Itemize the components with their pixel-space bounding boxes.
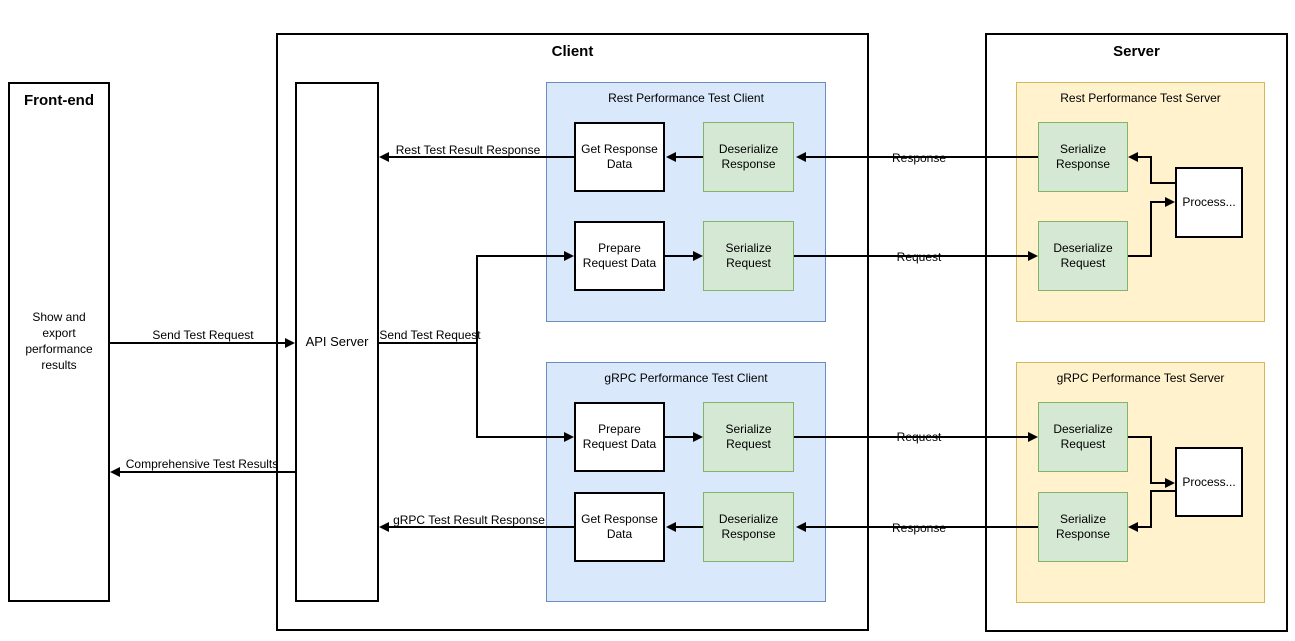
edge-send-test-request-line (110, 342, 287, 344)
edge-send-internal-branch-vertical (476, 255, 478, 438)
rest-deserialize-response-node: Deserialize Response (703, 122, 794, 192)
label-comprehensive-test-results: Comprehensive Test Results (125, 457, 279, 471)
frontend-box: Front-end Show and export performance re… (8, 82, 110, 602)
edge-grpc-deser-to-process-seg1 (1128, 436, 1152, 438)
edge-rest-process-to-serialize-arrowhead (1128, 152, 1138, 162)
edge-rest-deser-to-process-arrowhead (1165, 197, 1175, 207)
grpc-serialize-response-node: Serialize Response (1038, 492, 1128, 562)
edge-rest-deser-to-process-seg2 (1150, 201, 1152, 257)
grpc-get-response-node: Get Response Data (574, 492, 665, 562)
server-container-title: Server (1113, 43, 1160, 60)
label-grpc-test-result-response: gRPC Test Result Response (393, 513, 545, 527)
rest-get-response-node: Get Response Data (574, 122, 665, 192)
edge-send-internal-rest-branch (476, 255, 566, 257)
edge-rest-deserialize-to-get-arrowhead (666, 152, 676, 162)
edge-grpc-deser-to-process-arrowhead (1165, 478, 1175, 488)
edge-rest-response-line (806, 156, 1038, 158)
label-request-grpc: Request (896, 430, 942, 444)
edge-comprehensive-results-arrowhead (110, 467, 120, 477)
edge-grpc-request-line (794, 436, 1030, 438)
frontend-title: Front-end (24, 92, 94, 109)
edge-grpc-response-arrowhead (796, 522, 806, 532)
grpc-serialize-request-node: Serialize Request (703, 402, 794, 472)
grpc-client-group: gRPC Performance Test Client (546, 362, 826, 602)
grpc-deserialize-response-node: Deserialize Response (703, 492, 794, 562)
edge-rest-process-to-serialize-seg2 (1150, 156, 1152, 184)
grpc-client-group-title: gRPC Performance Test Client (604, 371, 768, 385)
rest-server-group-title: Rest Performance Test Server (1060, 91, 1221, 105)
edge-comprehensive-results-line (120, 471, 295, 473)
grpc-server-group-title: gRPC Performance Test Server (1056, 371, 1225, 385)
api-server-box: API Server (295, 82, 379, 602)
grpc-prepare-request-node: Prepare Request Data (574, 402, 665, 472)
edge-send-test-request-arrowhead (285, 338, 295, 348)
edge-rest-test-result-line (389, 156, 575, 158)
grpc-process-node: Process... (1175, 447, 1243, 517)
label-request-rest: Request (896, 250, 942, 264)
edge-rest-prepare-to-serialize-line (665, 255, 695, 257)
edge-grpc-process-to-serialize-arrowhead (1128, 522, 1138, 532)
edge-grpc-request-arrowhead (1028, 432, 1038, 442)
edge-send-internal-line (379, 342, 477, 344)
edge-send-internal-grpc-branch (476, 436, 566, 438)
rest-deserialize-request-node: Deserialize Request (1038, 221, 1128, 291)
edge-rest-deser-to-process-seg1 (1128, 255, 1152, 257)
grpc-deserialize-request-node: Deserialize Request (1038, 402, 1128, 472)
label-response-rest: Response (891, 151, 947, 165)
edge-grpc-process-to-serialize-seg2 (1150, 490, 1152, 528)
edge-send-internal-rest-arrowhead (564, 251, 574, 261)
edge-grpc-process-to-serialize-seg1 (1150, 490, 1175, 492)
edge-grpc-test-result-arrowhead (379, 522, 389, 532)
edge-rest-test-result-arrowhead (379, 152, 389, 162)
frontend-body-text: Show and export performance results (25, 310, 93, 372)
edge-grpc-process-to-serialize-seg3 (1138, 526, 1152, 528)
edge-rest-process-to-serialize-seg3 (1138, 156, 1152, 158)
edge-rest-response-arrowhead (796, 152, 806, 162)
client-container-title: Client (551, 43, 594, 60)
rest-client-group-title: Rest Performance Test Client (608, 91, 764, 105)
edge-send-internal-grpc-arrowhead (564, 432, 574, 442)
label-response-grpc: Response (891, 521, 947, 535)
rest-process-node: Process... (1175, 167, 1243, 238)
edge-grpc-prepare-to-serialize-arrowhead (693, 432, 703, 442)
label-send-test-request-internal: Send Test Request (379, 328, 481, 342)
edge-rest-deser-to-process-seg3 (1150, 201, 1166, 203)
rest-serialize-request-node: Serialize Request (703, 221, 794, 291)
label-rest-test-result-response: Rest Test Result Response (395, 143, 541, 157)
edge-grpc-response-line (806, 526, 1038, 528)
rest-serialize-response-node: Serialize Response (1038, 122, 1128, 192)
edge-rest-prepare-to-serialize-arrowhead (693, 251, 703, 261)
edge-grpc-deserialize-to-get-line (676, 526, 703, 528)
edge-rest-request-arrowhead (1028, 251, 1038, 261)
edge-grpc-deser-to-process-seg2 (1150, 436, 1152, 484)
edge-rest-deserialize-to-get-line (676, 156, 703, 158)
edge-grpc-deserialize-to-get-arrowhead (666, 522, 676, 532)
edge-rest-request-line (794, 255, 1030, 257)
edge-grpc-test-result-line (389, 526, 574, 528)
rest-prepare-request-node: Prepare Request Data (574, 221, 665, 291)
edge-grpc-prepare-to-serialize-line (665, 436, 695, 438)
label-send-test-request: Send Test Request (152, 328, 254, 342)
edge-grpc-deser-to-process-seg3 (1150, 482, 1166, 484)
edge-rest-process-to-serialize-seg1 (1150, 182, 1175, 184)
